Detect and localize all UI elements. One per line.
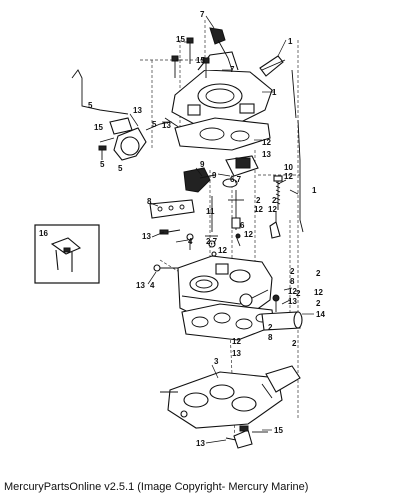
callout-2: 2 bbox=[272, 196, 277, 205]
callout-4: 4 bbox=[150, 281, 155, 290]
callout-12: 12 bbox=[314, 288, 323, 297]
choke-pull-off bbox=[98, 117, 171, 161]
callout-5: 5 bbox=[118, 164, 123, 173]
callout-2: 2 bbox=[296, 289, 301, 298]
callout-1: 1 bbox=[312, 186, 317, 195]
callout-12: 12 bbox=[284, 172, 293, 181]
callout-12: 12 bbox=[232, 337, 241, 346]
callout-1: 1 bbox=[272, 88, 277, 97]
callout-13: 13 bbox=[133, 106, 142, 115]
callout-13: 13 bbox=[162, 121, 171, 130]
callout-2: 2 bbox=[292, 339, 297, 348]
callout-8: 8 bbox=[290, 277, 295, 286]
callout-12: 12 bbox=[218, 246, 227, 255]
pump-rod bbox=[71, 69, 129, 115]
callout-13: 13 bbox=[232, 349, 241, 358]
callout-7: 7 bbox=[200, 10, 205, 19]
callout-12: 12 bbox=[288, 287, 297, 296]
callout-8: 8 bbox=[147, 197, 152, 206]
callout-12: 12 bbox=[254, 205, 263, 214]
callout-2: 2 bbox=[290, 267, 295, 276]
callout-5: 5 bbox=[100, 160, 105, 169]
callout-13: 13 bbox=[196, 439, 205, 448]
float-bowl-body bbox=[153, 255, 273, 321]
leader-lines bbox=[129, 15, 314, 444]
callout-12: 12 bbox=[262, 138, 271, 147]
callout-13: 13 bbox=[288, 297, 297, 306]
fuel-inlet bbox=[261, 294, 303, 331]
callout-12: 12 bbox=[244, 230, 253, 239]
carburetor-exploded-diagram: 7 1 15 15 7 1 5 13 5 15 5 5 13 12 13 9 9… bbox=[34, 10, 325, 449]
air-horn-assembly bbox=[164, 27, 273, 135]
callout-labels: 7 1 15 15 7 1 5 13 5 15 5 5 13 12 13 9 9… bbox=[39, 10, 325, 448]
callout-13: 13 bbox=[142, 232, 151, 241]
base-gasket bbox=[181, 303, 275, 341]
callout-10: 10 bbox=[284, 163, 293, 172]
callout-13: 13 bbox=[136, 281, 145, 290]
float-assembly bbox=[183, 155, 259, 193]
idle-mixture-screw bbox=[225, 425, 268, 449]
callout-2: 2 bbox=[268, 323, 273, 332]
callout-15: 15 bbox=[176, 35, 185, 44]
callout-16: 16 bbox=[39, 229, 48, 238]
callout-15: 15 bbox=[94, 123, 103, 132]
callout-2: 2 bbox=[316, 299, 321, 308]
callout-15: 15 bbox=[274, 426, 283, 435]
inset-box bbox=[34, 224, 100, 284]
callout-5: 5 bbox=[152, 120, 157, 129]
metering-rods bbox=[205, 190, 244, 248]
callout-8: 8 bbox=[268, 333, 273, 342]
air-horn-gasket bbox=[174, 117, 271, 151]
callout-6-7: 6,7 bbox=[230, 175, 242, 184]
callout-12: 12 bbox=[268, 205, 277, 214]
callout-3: 3 bbox=[214, 357, 219, 366]
callout-6: 6 bbox=[240, 221, 245, 230]
choke-linkage bbox=[259, 55, 304, 233]
callout-2-7: 2,7 bbox=[206, 237, 218, 246]
callout-9: 9 bbox=[200, 160, 205, 169]
throttle-body bbox=[160, 365, 301, 429]
callout-4: 4 bbox=[188, 237, 193, 246]
callout-5: 5 bbox=[88, 101, 93, 110]
callout-7: 7 bbox=[230, 65, 235, 74]
top-screws bbox=[171, 37, 210, 78]
callout-11: 11 bbox=[206, 207, 215, 216]
callout-13: 13 bbox=[262, 150, 271, 159]
callout-15: 15 bbox=[196, 56, 205, 65]
filler-strip bbox=[149, 199, 195, 219]
pump-springs bbox=[269, 175, 283, 239]
callout-1: 1 bbox=[288, 37, 293, 46]
callout-2: 2 bbox=[316, 269, 321, 278]
callout-2: 2 bbox=[256, 196, 261, 205]
callout-14: 14 bbox=[316, 310, 325, 319]
callout-9: 9 bbox=[212, 171, 217, 180]
image-caption: MercuryPartsOnline v2.5.1 (Image Copyrig… bbox=[4, 481, 309, 493]
small-hardware bbox=[159, 229, 241, 257]
